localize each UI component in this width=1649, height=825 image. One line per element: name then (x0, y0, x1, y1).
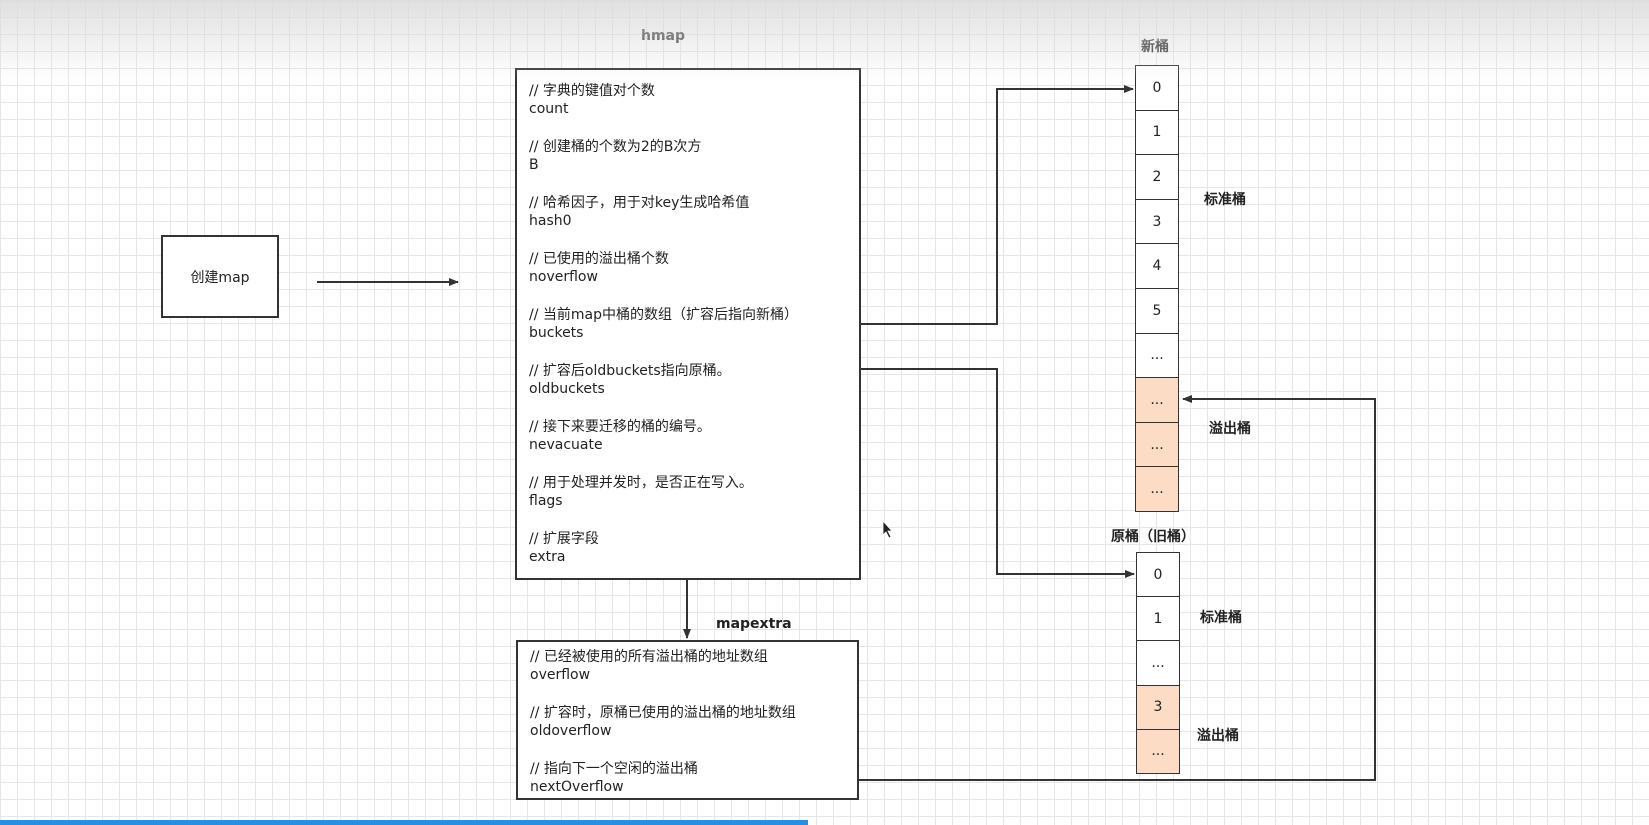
new-buckets-standard-cell: 5 (1135, 288, 1179, 334)
new-buckets-standard-cell: 2 (1135, 154, 1179, 200)
hmap-field-count: // 字典的键值对个数 count (529, 82, 655, 118)
field-name: nevacuate (529, 437, 603, 453)
new-standard-label: 标准桶 (1204, 192, 1246, 208)
field-name: oldoverflow (530, 723, 612, 739)
field-comment: // 扩展字段 (529, 531, 599, 547)
new-buckets-overflow-cell: ... (1135, 466, 1179, 512)
field-comment: // 用于处理并发时，是否正在写入。 (529, 475, 753, 491)
new-buckets-standard-cell: 4 (1135, 243, 1179, 289)
hmap-field-noverflow: // 已使用的溢出桶个数 noverflow (529, 250, 669, 286)
field-name: nextOverflow (530, 779, 624, 795)
field-comment: // 已经被使用的所有溢出桶的地址数组 (530, 649, 768, 665)
hmap-field-nevacuate: // 接下来要迁移的桶的编号。 nevacuate (529, 418, 711, 454)
create-map-box: 创建map (161, 235, 279, 318)
field-comment: // 已使用的溢出桶个数 (529, 251, 669, 267)
field-name: B (529, 157, 539, 173)
nextoverflow-pointer-arrow (859, 395, 1376, 781)
old-buckets-overflow-cell: ... (1136, 728, 1180, 774)
field-name: count (529, 101, 569, 117)
mapextra-field-oldoverflow: // 扩容时，原桶已使用的溢出桶的地址数组 oldoverflow (530, 704, 796, 740)
field-name: flags (529, 493, 563, 509)
new-buckets-overflow-cell: ... (1135, 421, 1179, 468)
create-map-label: 创建map (190, 269, 250, 286)
video-progress-bar[interactable] (0, 820, 808, 825)
old-buckets-title: 原桶（旧桶） (1111, 529, 1195, 545)
field-name: buckets (529, 325, 584, 341)
old-standard-label: 标准桶 (1200, 610, 1242, 626)
new-buckets-standard-cell: ... (1135, 332, 1179, 379)
hmap-field-flags: // 用于处理并发时，是否正在写入。 flags (529, 474, 753, 510)
field-name: extra (529, 549, 566, 565)
hmap-field-buckets: // 当前map中桶的数组（扩容后指向新桶） buckets (529, 306, 798, 342)
hmap-field-extra: // 扩展字段 extra (529, 530, 599, 566)
oldbuckets-pointer-arrow (861, 368, 1135, 578)
field-name: overflow (530, 667, 591, 683)
hmap-field-oldbuckets: // 扩容后oldbuckets指向原桶。 oldbuckets (529, 362, 731, 398)
field-name: hash0 (529, 213, 572, 229)
new-buckets-standard-cell: 3 (1135, 198, 1179, 245)
mapextra-title: mapextra (716, 616, 792, 632)
mouse-cursor-icon (882, 519, 893, 539)
new-buckets-standard-cell: 1 (1135, 109, 1179, 156)
field-comment: // 指向下一个空闲的溢出桶 (530, 761, 698, 777)
field-comment: // 字典的键值对个数 (529, 83, 655, 99)
hmap-struct-box: // 字典的键值对个数 count // 创建桶的个数为2的B次方 B // 哈希因子，… (515, 68, 861, 580)
new-overflow-label: 溢出桶 (1209, 421, 1251, 437)
old-buckets-standard-cell: 1 (1136, 596, 1180, 642)
field-comment: // 当前map中桶的数组（扩容后指向新桶） (529, 307, 798, 323)
mapextra-field-overflow: // 已经被使用的所有溢出桶的地址数组 overflow (530, 648, 768, 684)
field-comment: // 接下来要迁移的桶的编号。 (529, 419, 711, 435)
hmap-field-hash0: // 哈希因子，用于对key生成哈希值 hash0 (529, 194, 749, 230)
field-comment: // 扩容时，原桶已使用的溢出桶的地址数组 (530, 705, 796, 721)
field-comment: // 扩容后oldbuckets指向原桶。 (529, 363, 731, 379)
mapextra-struct-box: // 已经被使用的所有溢出桶的地址数组 overflow // 扩容时，原桶已使用的… (516, 640, 859, 800)
field-comment: // 创建桶的个数为2的B次方 (529, 139, 702, 155)
old-overflow-label: 溢出桶 (1197, 728, 1239, 744)
buckets-pointer-arrow (861, 85, 1134, 325)
field-name: noverflow (529, 269, 598, 285)
field-comment: // 哈希因子，用于对key生成哈希值 (529, 195, 750, 211)
mapextra-field-nextoverflow: // 指向下一个空闲的溢出桶 nextOverflow (530, 760, 698, 796)
hmap-field-b: // 创建桶的个数为2的B次方 B (529, 138, 701, 174)
old-buckets-standard-cell: ... (1136, 640, 1180, 686)
field-name: oldbuckets (529, 381, 605, 397)
